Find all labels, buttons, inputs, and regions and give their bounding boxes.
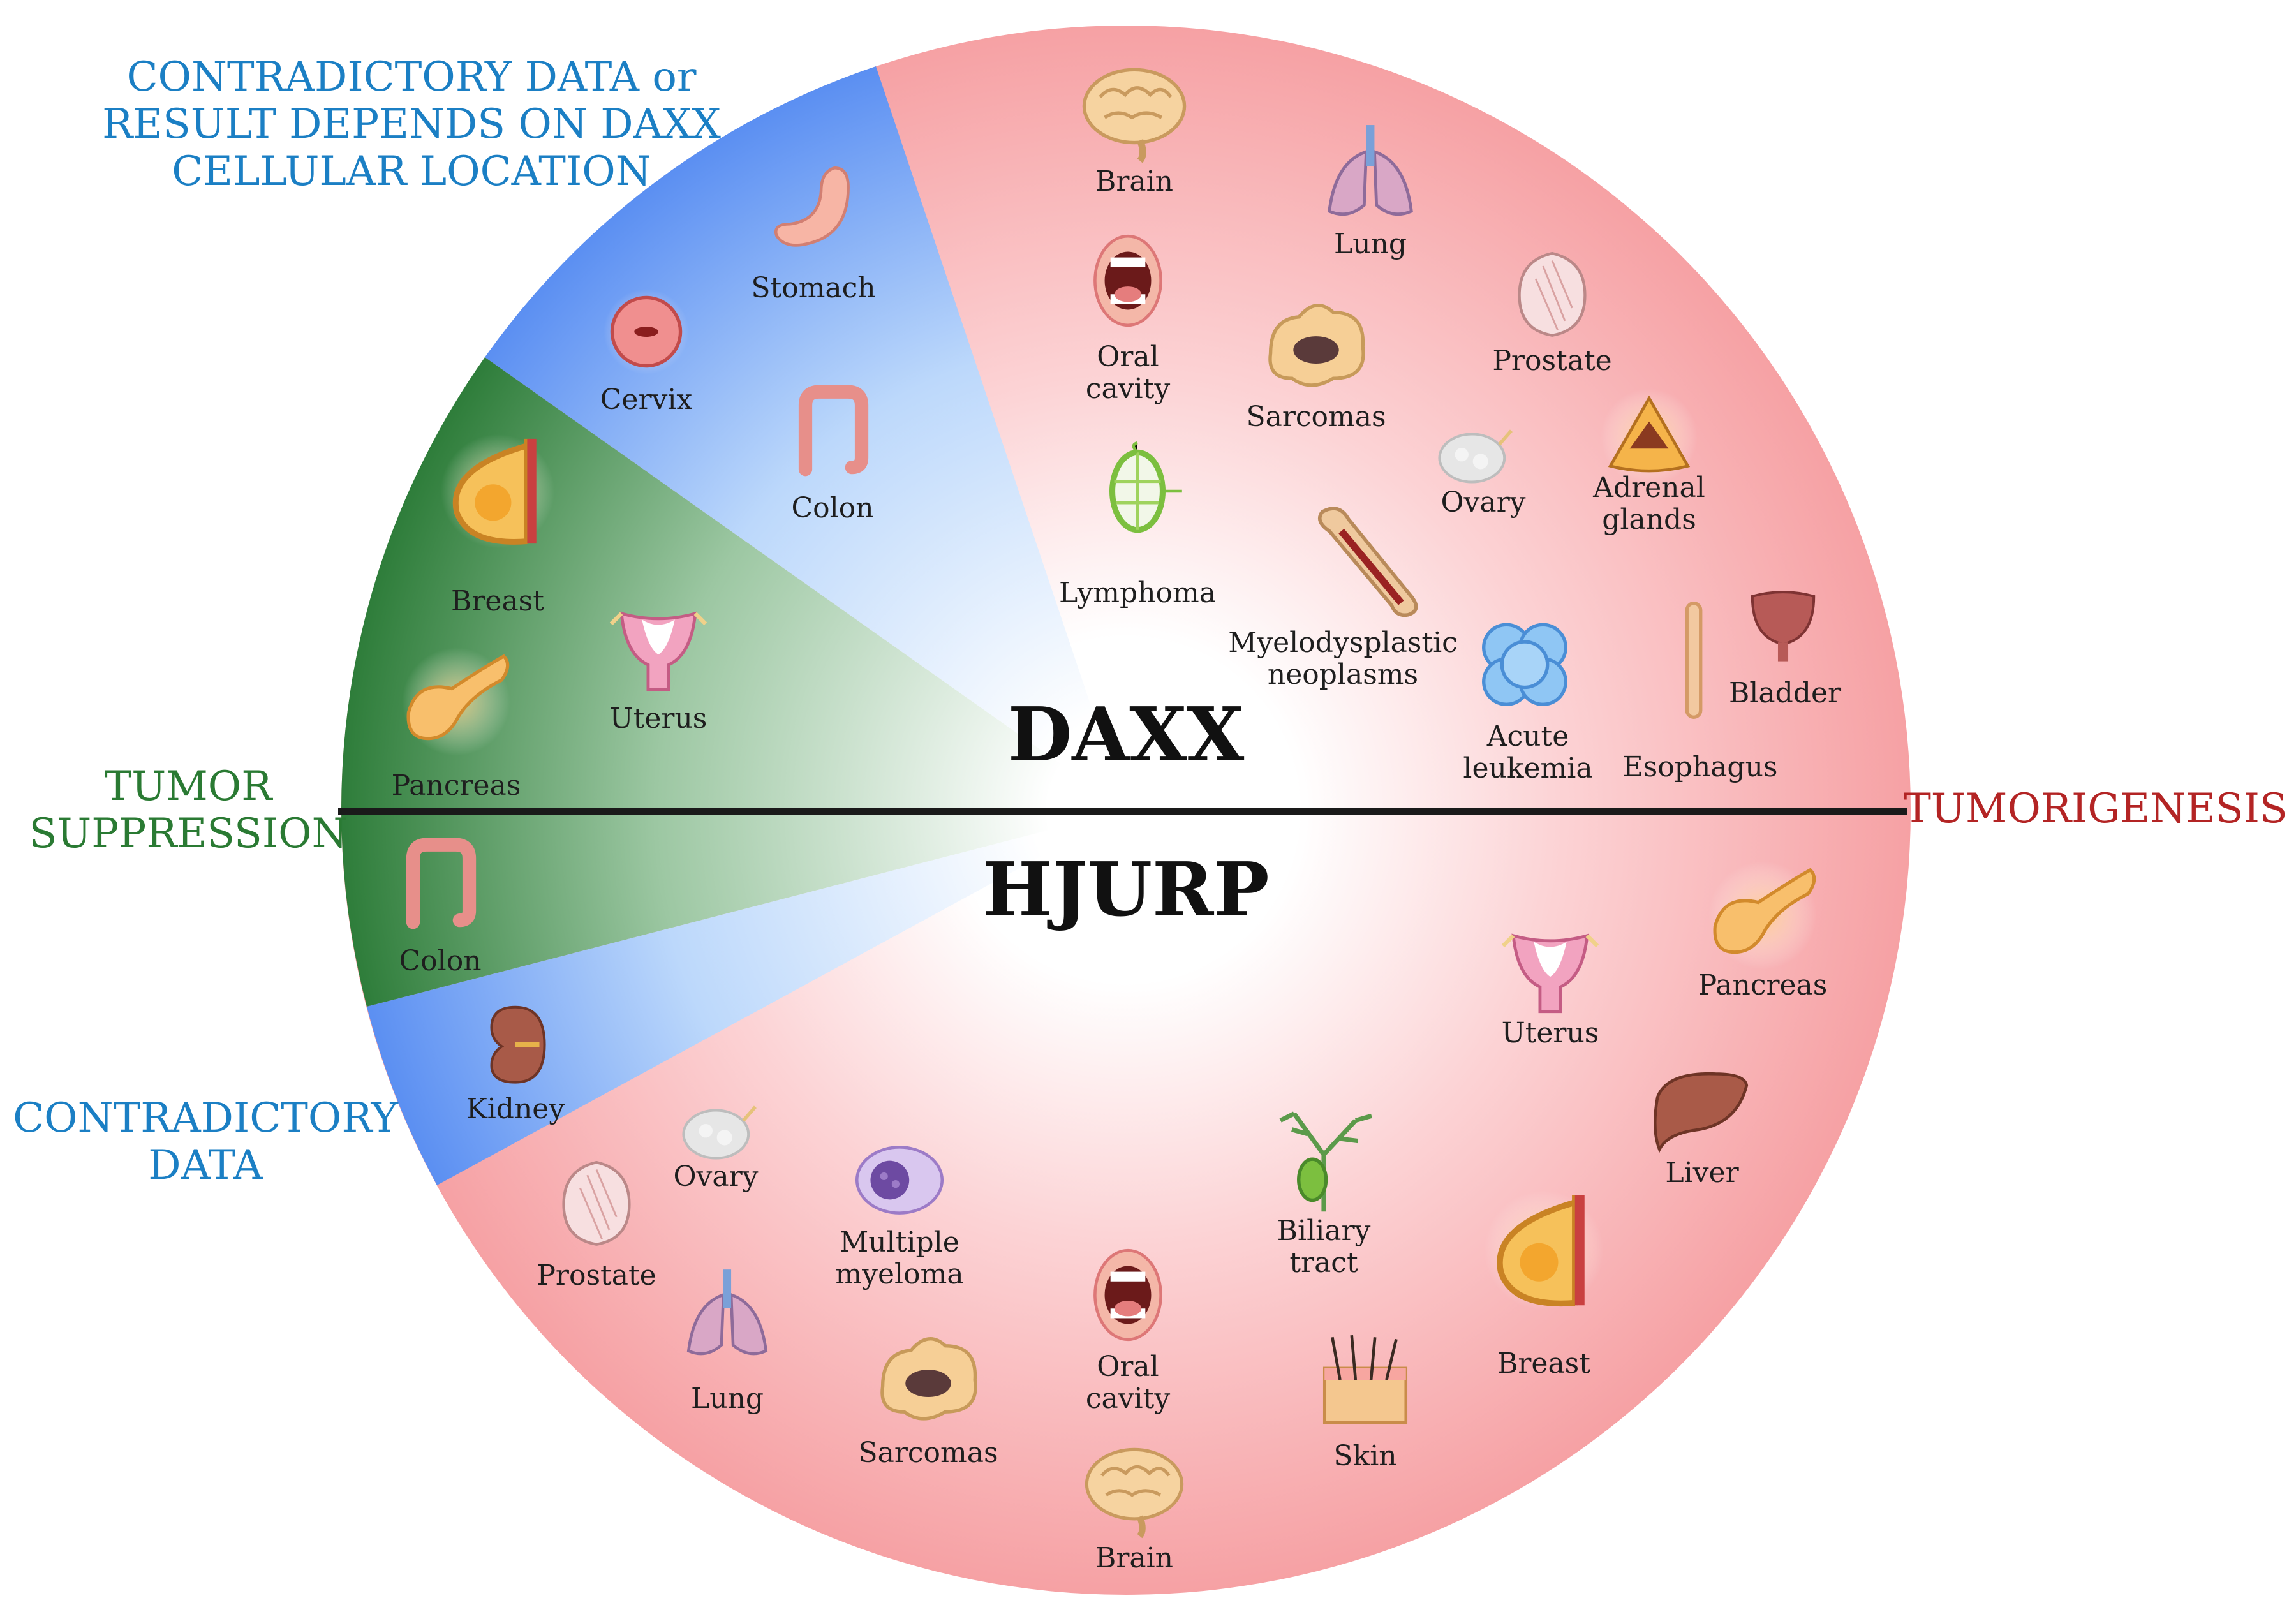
daxx-tumorigenesis-label: Bladder: [1728, 677, 1842, 709]
hjurp-contradictory-sector: [367, 810, 1126, 1185]
hjurp-tumorigenesis-label: Uterus: [1501, 1017, 1599, 1049]
daxx-tumorigenesis-label: Esophagus: [1622, 751, 1778, 783]
mouth-icon: [1074, 226, 1182, 335]
adrenal-icon: [1595, 383, 1703, 491]
daxx-suppression-label: Breast: [451, 585, 544, 617]
breast-icon: [434, 427, 561, 555]
prostate-icon: [545, 1151, 648, 1253]
hjurp-title: HJURP: [982, 847, 1270, 933]
hjurp-tumorigenesis-label: Lung: [690, 1382, 764, 1415]
daxx-contradictory-label: Cervix: [600, 383, 693, 416]
esophagus-icon: [1630, 596, 1758, 724]
hjurp-tumorigenesis-label: Ovary: [673, 1160, 759, 1193]
daxx-tumorigenesis-label: Prostate: [1492, 344, 1612, 377]
biliary-icon: [1260, 1091, 1388, 1218]
hjurp-tumorigenesis-label: Breast: [1497, 1347, 1590, 1380]
lung-icon: [673, 1260, 781, 1368]
hjurp-tumorigenesis-label: Brain: [1095, 1542, 1174, 1574]
ovary-icon: [670, 1081, 766, 1177]
prostate-icon: [1501, 242, 1603, 344]
stomach-icon: [761, 156, 870, 265]
pancreas-icon: [1702, 855, 1823, 976]
tumorigenesis-label: TUMORIGENESIS: [1904, 785, 2288, 832]
hjurp-tumorigenesis-label: Pancreas: [1698, 969, 1828, 1002]
pancreas-icon: [396, 641, 517, 762]
lung-icon: [1313, 115, 1428, 230]
mouth-icon: [1074, 1241, 1182, 1349]
daxx-suppression-label: Pancreas: [391, 769, 521, 802]
hjurp-tumorigenesis-label: Liver: [1665, 1157, 1739, 1189]
breast-icon: [1477, 1183, 1611, 1317]
lymph-node-icon: [1083, 437, 1192, 545]
hjurp-suppression-label: Colon: [399, 945, 482, 977]
uterus-icon: [1493, 909, 1608, 1024]
daxx-tumorigenesis-label: Lung: [1333, 228, 1407, 260]
bladder-icon: [1735, 574, 1831, 670]
daxx-contradictory-label: Stomach: [751, 272, 876, 304]
cervix-icon: [598, 284, 694, 380]
brain-icon: [1074, 1426, 1195, 1547]
bone-icon: [1298, 488, 1432, 622]
daxx-tumorigenesis-label: Lymphoma: [1059, 577, 1216, 609]
daxx-suppression-label: Uterus: [609, 702, 707, 735]
hjurp-tumorigenesis-label: Prostate: [537, 1259, 656, 1292]
daxx-tumorigenesis-label: Sarcomas: [1246, 401, 1386, 433]
blood-cells-icon: [1461, 600, 1589, 727]
brain-icon: [1070, 45, 1198, 172]
daxx-tumorigenesis-label: Ovary: [1441, 486, 1526, 519]
daxx-contradictory-label: Colon: [791, 492, 874, 524]
colon-icon: [778, 376, 887, 485]
hjurp-tumorigenesis-label: Sarcomas: [858, 1437, 998, 1469]
ovary-icon: [1426, 405, 1522, 501]
uterus-icon: [601, 587, 716, 702]
hjurp-tumorigenesis-label: Skin: [1333, 1440, 1397, 1472]
myeloma-cell-icon: [845, 1126, 954, 1234]
daxx-tumorigenesis-label: Brain: [1095, 165, 1174, 198]
sarcoma-icon: [1252, 284, 1380, 411]
daxx-title: DAXX: [1007, 691, 1245, 778]
skin-icon: [1311, 1324, 1419, 1432]
hjurp-suppression-sector: [341, 810, 1126, 1007]
colon-icon: [386, 829, 494, 938]
hjurp-contradictory-label: Kidney: [466, 1093, 565, 1125]
sarcoma-icon: [864, 1317, 992, 1445]
kidney-icon: [468, 995, 563, 1091]
liver-icon: [1648, 1053, 1756, 1161]
